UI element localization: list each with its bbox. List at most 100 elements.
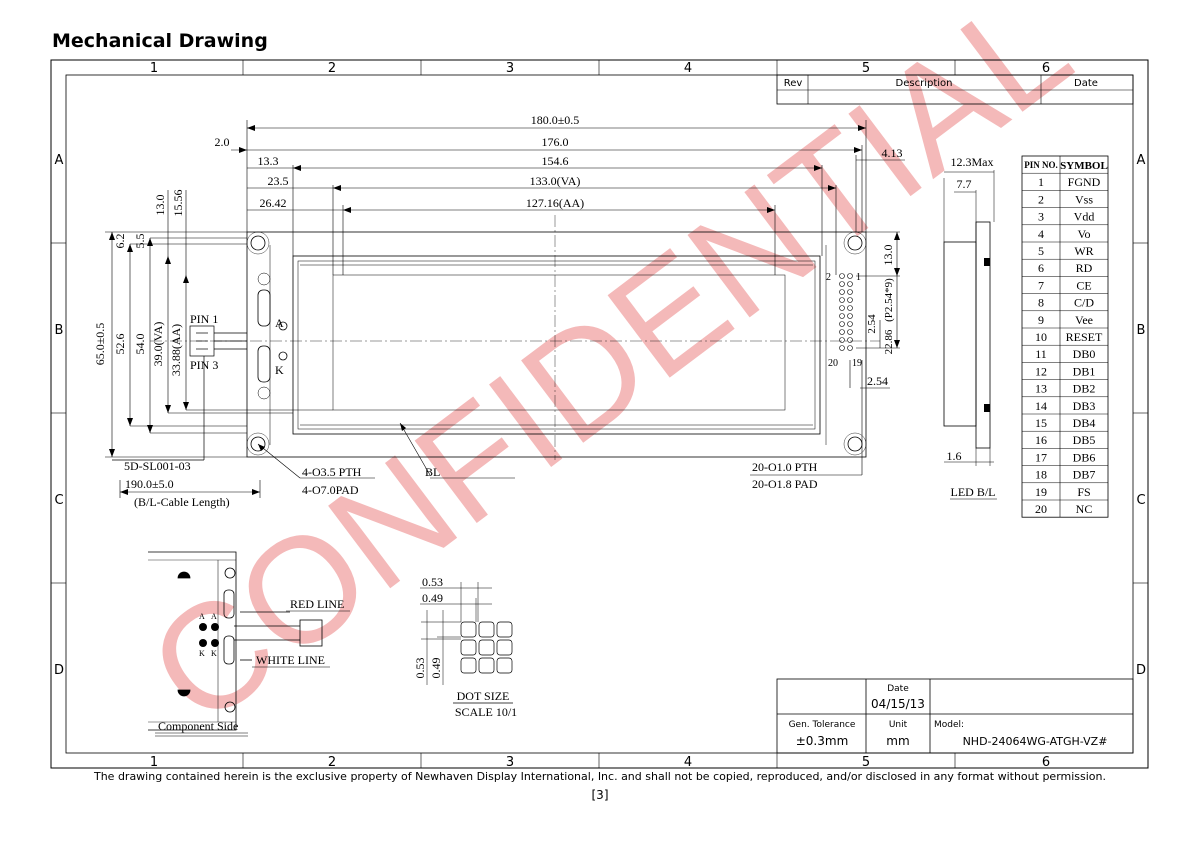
- center-lines: [150, 215, 880, 460]
- inner-frame: [65, 74, 1134, 754]
- pin-number: 4: [1038, 227, 1044, 241]
- dim-right-offset: 4.13: [882, 146, 903, 160]
- tolerance-label: Gen. Tolerance: [789, 720, 856, 730]
- side-view: [943, 170, 995, 466]
- component-k2: K: [211, 649, 217, 658]
- anode-label: A: [275, 316, 284, 330]
- top-dimension-lines: [231, 120, 905, 275]
- header-pin20-label: 20: [828, 358, 838, 369]
- component-underlines: [155, 610, 350, 737]
- dim-vert-13: 13.0: [153, 195, 167, 216]
- tolerance-value: ±0.3mm: [796, 734, 849, 748]
- pin-number: 10: [1035, 330, 1047, 344]
- pin-symbol: Vo: [1077, 227, 1090, 241]
- pin-number: 13: [1035, 382, 1047, 396]
- dim-va-offset: 13.3: [258, 154, 279, 168]
- side-connector-top: [984, 258, 990, 266]
- side-caption: LED B/L: [951, 485, 996, 499]
- pin-number: 19: [1035, 485, 1047, 499]
- side-pcb: 1.6: [947, 449, 962, 463]
- pin-symbol: DB6: [1073, 450, 1096, 464]
- grid-row-d-right: D: [1136, 663, 1146, 678]
- pin-symbol: DB5: [1073, 433, 1096, 447]
- component-pads: [199, 623, 219, 647]
- dim-aa-width: 127.16(AA): [526, 196, 584, 210]
- rev-header: Rev: [784, 78, 803, 89]
- dim-header-span: 22.86: [883, 329, 895, 354]
- pin-symbol: DB3: [1073, 399, 1096, 413]
- lcd-outline: [246, 231, 867, 458]
- dot-h2: 0.49: [429, 658, 443, 679]
- grid-dividers: [51, 60, 1148, 768]
- pin-symbol: Vee: [1075, 313, 1093, 327]
- pin-symbol: Vss: [1075, 192, 1093, 206]
- pin-symbol: DB1: [1073, 364, 1096, 378]
- cable-length-label: 190.0±5.0: [125, 477, 174, 491]
- grid-col-5-top: 5: [862, 61, 870, 76]
- footer-disclaimer: The drawing contained herein is the excl…: [93, 770, 1107, 783]
- dim-right-13: 13.0: [881, 245, 895, 266]
- pad-20-label: 20-O1.8 PAD: [752, 477, 818, 491]
- pin-number: 14: [1035, 399, 1047, 413]
- dim-height-va: 39.0(VA): [151, 322, 165, 367]
- grid-col-1-top: 1: [150, 61, 158, 76]
- date-label: Date: [887, 684, 909, 694]
- pin3-label: PIN 3: [190, 358, 218, 372]
- pin-symbol: NC: [1076, 502, 1093, 516]
- pin-symbol: WR: [1074, 244, 1093, 258]
- grid-row-d-left: D: [54, 663, 64, 678]
- component-k1: K: [199, 649, 205, 658]
- pin-symbol: RD: [1076, 261, 1093, 275]
- date-header: Date: [1074, 78, 1098, 89]
- date-value: 04/15/13: [871, 697, 925, 711]
- pin-number: 9: [1038, 313, 1044, 327]
- grid-col-5-bottom: 5: [862, 755, 870, 770]
- dim-height-aa: 33.88(AA): [169, 324, 183, 376]
- dim-left-offset: 2.0: [215, 135, 230, 149]
- dot-w1: 0.53: [422, 575, 443, 589]
- description-header: Description: [896, 78, 953, 89]
- grid-row-b-left: B: [55, 323, 64, 338]
- dim-pitch-254b: 2.54: [867, 374, 888, 388]
- dim-pcb-width: 176.0: [542, 135, 569, 149]
- pth-20-label: 20-O1.0 PTH: [752, 460, 818, 474]
- right-dimension-lines: [257, 231, 900, 479]
- dim-vert-55: 5.5: [133, 234, 147, 249]
- pth-holes-label: 4-O3.5 PTH: [302, 465, 362, 479]
- pin-number: 7: [1038, 278, 1044, 292]
- dot-size-grid: [420, 582, 513, 704]
- component-a2: A: [211, 612, 217, 621]
- pin-number: 20: [1035, 502, 1047, 516]
- pin-number: 15: [1035, 416, 1047, 430]
- pin-symbol: Vdd: [1074, 210, 1095, 224]
- dim-vert-1556: 15.56: [171, 190, 185, 217]
- pin-symbol: C/D: [1074, 296, 1094, 310]
- revision-table: Rev Description Date: [776, 74, 1134, 105]
- dim-overall-width: 180.0±0.5: [531, 113, 580, 127]
- pin-symbol: DB0: [1073, 347, 1096, 361]
- dim-va-left: 23.5: [268, 174, 289, 188]
- grid-row-a-right: A: [1137, 153, 1146, 168]
- arrowheads: [109, 125, 900, 495]
- pin-symbol: FS: [1077, 485, 1090, 499]
- pin-symbol: RESET: [1066, 330, 1103, 344]
- dim-aa-left: 26.42: [260, 196, 287, 210]
- pin-symbol: DB4: [1073, 416, 1096, 430]
- dim-va-pitch-span: 154.6: [542, 154, 569, 168]
- component-a1: A: [199, 612, 205, 621]
- pin-number: 6: [1038, 261, 1044, 275]
- backlight-cable: [112, 325, 247, 461]
- pin-no-header: PIN NO.: [1024, 160, 1058, 170]
- title-block: [776, 678, 1134, 754]
- header-pin1-label: 1: [856, 272, 861, 283]
- grid-col-2-bottom: 2: [328, 755, 336, 770]
- grid-row-b-right: B: [1137, 323, 1146, 338]
- dim-pitch-254: 2.54: [866, 314, 878, 334]
- connector-part-label: 5D-SL001-03: [124, 459, 191, 473]
- pin-number: 8: [1038, 296, 1044, 310]
- dot-h1: 0.53: [413, 658, 427, 679]
- cathode-label: K: [275, 363, 284, 377]
- grid-row-c-left: C: [54, 493, 63, 508]
- dim-height-54: 54.0: [133, 334, 147, 355]
